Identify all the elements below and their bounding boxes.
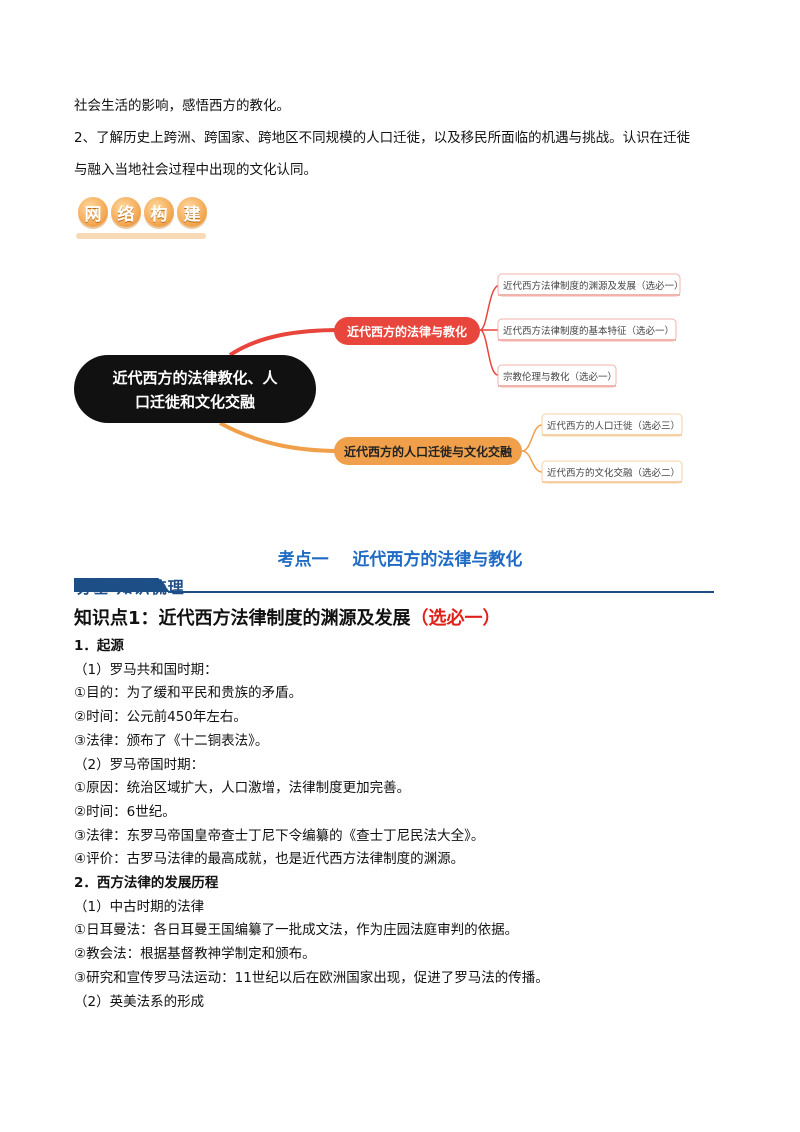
content-line: ②时间：6世纪。	[74, 803, 176, 820]
intro-line-3: 与融入当地社会过程中出现的文化认同。	[74, 162, 317, 178]
leaf-label: 近代西方的人口迁徙（选必三）	[547, 420, 680, 432]
badge-char: 网	[78, 197, 108, 227]
branch-node-migration	[334, 437, 522, 465]
content-line: （1）中古时期的法律	[74, 898, 205, 915]
content-line: ①日耳曼法：各日耳曼王国编纂了一批成文法，作为庄园法庭审判的依据。	[74, 922, 519, 939]
network-badge: 网 络 构 建	[78, 197, 207, 227]
content-line: ③法律：颁布了《十二铜表法》。	[74, 732, 269, 749]
banner-line	[170, 591, 714, 593]
connector-b2-leaves	[521, 424, 543, 473]
intro-line-2: 2、了解历史上跨洲、跨国家、跨地区不同规模的人口迁徙，以及移民所面临的机遇与挑战…	[74, 130, 691, 146]
root-label-2: 口迁徙和文化交融	[135, 393, 255, 411]
content-heading: 2．西方法律的发展历程	[74, 875, 219, 891]
content-line: ③研究和宣传罗马法运动：11世纪以后在欧洲国家出现，促进了罗马法的传播。	[74, 969, 549, 986]
root-label-1: 近代西方的法律教化、人	[112, 369, 278, 387]
content-line: ③法律：东罗马帝国皇帝查士丁尼下令编纂的《查士丁尼民法大全》。	[74, 827, 485, 844]
knowledge-point-title: 知识点1：近代西方法律制度的渊源及发展（选必一）	[74, 604, 501, 630]
branch-label-migration: 近代西方的人口迁徙与文化交融	[344, 444, 512, 459]
leaf-label: 近代西方法律制度的渊源及发展（选必一）	[503, 280, 684, 292]
branch-node-law	[334, 317, 480, 345]
content-line: （2）罗马帝国时期：	[74, 756, 205, 773]
content-line: ①原因：统治区域扩大，人口激增，法律制度更加完善。	[74, 780, 411, 797]
branch-label-law: 近代西方的法律与教化	[347, 324, 467, 339]
knowledge-point-title-text: 知识点1：近代西方法律制度的渊源及发展	[74, 608, 411, 629]
content-line: （2）英美法系的形成	[74, 993, 205, 1010]
mind-map: 近代西方的法律教化、人 口迁徙和文化交融 近代西方的法律与教化 近代西方法律制度…	[74, 273, 684, 484]
content-line: （1）罗马共和国时期：	[74, 661, 218, 678]
content-line: ②教会法：根据基督教神学制定和颁布。	[74, 946, 316, 963]
banner-bar	[74, 578, 170, 592]
content-line: ①目的：为了缓和平民和贵族的矛盾。	[74, 685, 303, 702]
root-node	[74, 355, 316, 423]
leaf-label: 近代西方的文化交融（选必二）	[547, 467, 680, 479]
intro-line-1: 社会生活的影响，感悟西方的教化。	[74, 98, 290, 114]
banner-text: 夯基·知识梳理	[76, 578, 185, 597]
content-line: ④评价：古罗马法律的最高成就，也是近代西方法律制度的渊源。	[74, 851, 465, 868]
leaf-label: 宗教伦理与教化（选必一）	[503, 371, 617, 383]
section-title: 考点一 近代西方的法律与教化	[277, 550, 523, 570]
connector-b1-leaves	[479, 284, 501, 376]
content-line: ②时间：公元前450年左右。	[74, 709, 247, 726]
badge-char: 构	[144, 197, 174, 227]
content-heading: 1．起源	[74, 638, 124, 654]
connector-root-branch2	[219, 421, 341, 453]
badge-char: 建	[177, 197, 207, 227]
knowledge-point-tag: （选必一）	[410, 608, 501, 629]
leaf-label: 近代西方法律制度的基本特征（选必一）	[503, 325, 674, 337]
knowledge-banner: 夯基·知识梳理	[74, 574, 714, 597]
badge-underline	[76, 233, 206, 239]
badge-char: 络	[111, 197, 141, 227]
connector-root-branch1	[228, 328, 341, 357]
